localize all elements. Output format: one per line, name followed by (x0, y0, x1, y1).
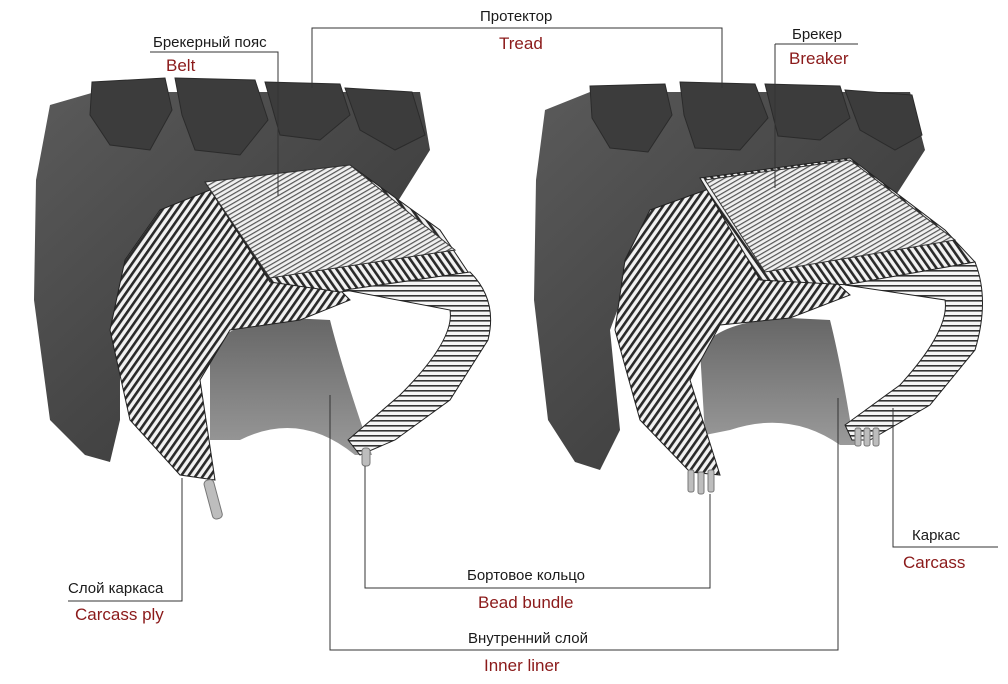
right-bead-wires (687, 427, 880, 495)
right-breaker-top (704, 159, 957, 273)
leader-bead-bundle (364, 466, 711, 589)
label-bead-bundle-ru: Бортовое кольцо (467, 567, 585, 584)
label-belt-ru: Брекерный пояс (153, 34, 267, 51)
left-right-wrap (344, 271, 492, 456)
label-inner-liner-en: Inner liner (484, 656, 560, 675)
left-inner-cavity (210, 318, 372, 455)
leader-belt (150, 51, 279, 196)
label-belt-en: Belt (166, 56, 196, 75)
label-tread-en: Tread (499, 34, 543, 53)
right-tread-blocks (589, 81, 923, 153)
left-bead-wires (203, 447, 371, 520)
leader-inner-liner (329, 395, 839, 651)
label-inner-liner-ru: Внутренний слой (468, 630, 588, 647)
label-bead-bundle-en: Bead bundle (478, 593, 574, 612)
label-breaker-en: Breaker (789, 49, 849, 68)
right-right-wrap (844, 261, 983, 441)
left-belt-top (204, 164, 457, 279)
label-carcass-ply-en: Carcass ply (75, 605, 164, 624)
label-tread-ru: Протектор (480, 8, 553, 25)
label-carcass-en: Carcass (903, 553, 966, 572)
leader-carcass-ply (68, 478, 183, 602)
left-tread-blocks (89, 77, 426, 156)
right-inner-cavity (700, 318, 858, 445)
leader-lines (68, 27, 998, 651)
label-breaker-ru: Брекер (792, 26, 842, 43)
left-tire (34, 77, 492, 520)
leader-carcass (892, 408, 998, 548)
label-carcass-ply-ru: Слой каркаса (68, 580, 164, 597)
label-carcass-ru: Каркас (912, 527, 961, 544)
right-tire (534, 81, 983, 495)
leader-tread (311, 27, 723, 88)
